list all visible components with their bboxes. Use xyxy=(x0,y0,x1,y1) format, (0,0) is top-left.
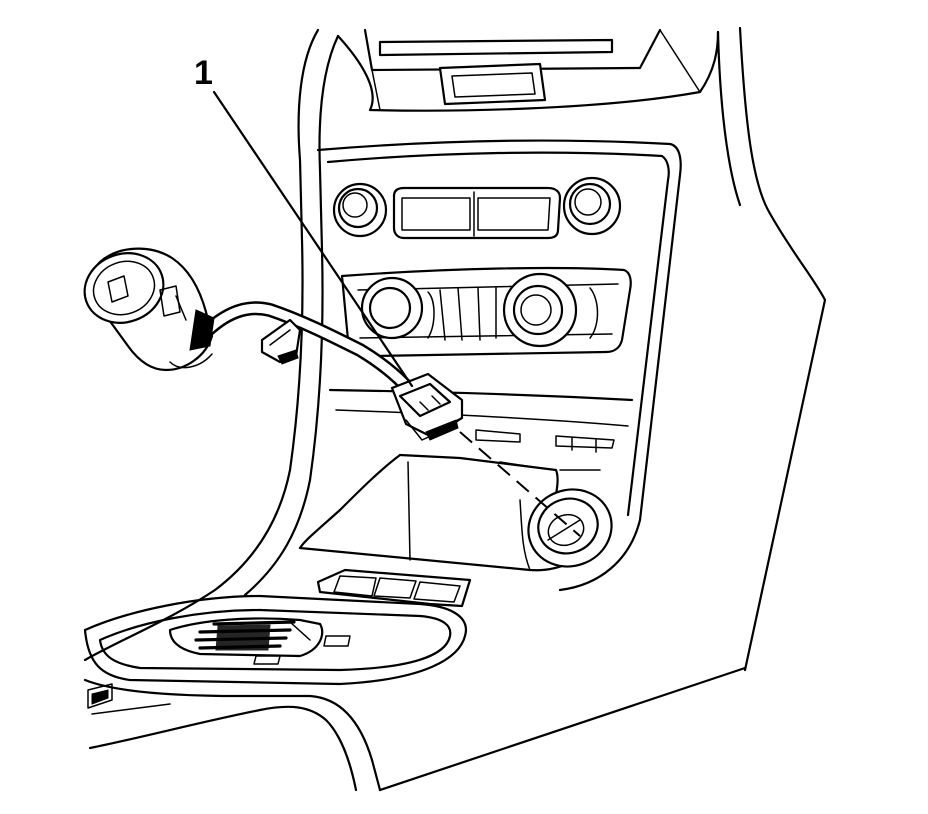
power-outlet-housing xyxy=(83,247,215,372)
callout-label-1: 1 xyxy=(194,54,213,92)
center-stack-bezel xyxy=(83,26,827,672)
power-outlet-socket xyxy=(527,488,613,568)
control-faceplate xyxy=(316,139,682,592)
outlet-harness xyxy=(83,247,464,441)
install-path-dashed-line xyxy=(459,431,581,537)
center-display xyxy=(392,186,562,240)
switch-bank xyxy=(316,568,472,608)
leader-lines xyxy=(212,90,581,537)
left-upper-knob xyxy=(332,182,388,238)
hvac-panel xyxy=(340,266,632,358)
callout-leader-line xyxy=(212,90,414,388)
lower-console xyxy=(83,666,747,792)
harness-clip xyxy=(260,318,302,365)
harness-connector xyxy=(390,372,464,441)
console-bezel xyxy=(83,594,468,686)
right-upper-knob xyxy=(562,176,622,236)
